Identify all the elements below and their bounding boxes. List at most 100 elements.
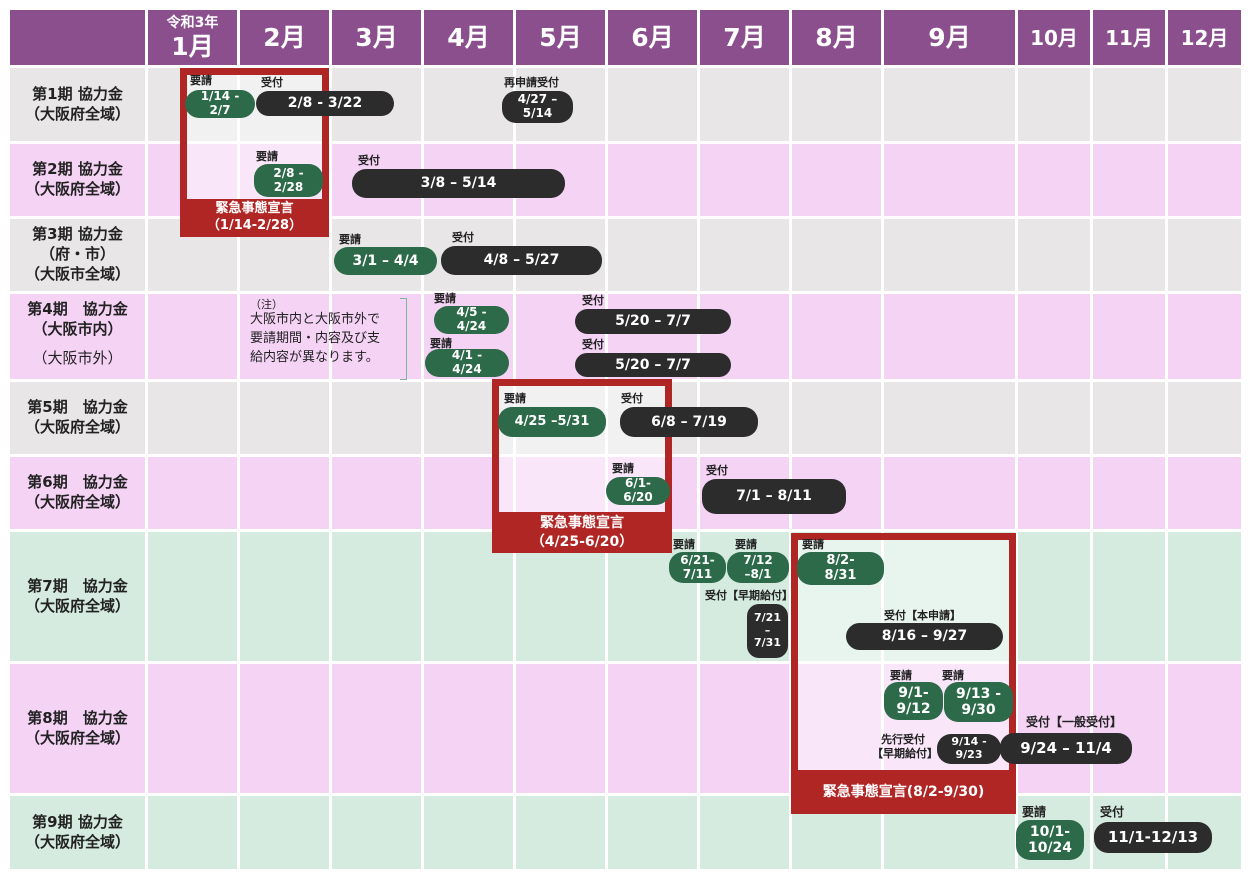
grid-cell xyxy=(240,532,329,661)
header-month-12: 12月 xyxy=(1168,10,1241,65)
p9-youkei-pill: 10/1-10/24 xyxy=(1016,820,1084,860)
uketsuke-label: 受付 xyxy=(582,338,604,351)
youkei-label: 要請 xyxy=(504,392,526,405)
uketsuke-label: 受付 xyxy=(452,231,474,244)
month-label: 6月 xyxy=(631,23,674,52)
pill-line: 4/27 – xyxy=(517,92,558,107)
grid-cell xyxy=(1168,382,1241,454)
grid-cell xyxy=(792,382,881,454)
row-label-2: 第2期 協力金 （大阪府全域） xyxy=(10,144,145,216)
grid-cell xyxy=(148,457,237,529)
header-month-2: 2月 xyxy=(240,10,329,65)
p3-youkei-pill: 3/1 – 4/4 xyxy=(334,247,437,275)
grid-cell xyxy=(1093,219,1165,291)
month-label: 4月 xyxy=(447,23,490,52)
youkei-label: 要請 xyxy=(890,669,912,682)
pill-line: 8/31 xyxy=(824,567,857,583)
grid-cell xyxy=(240,382,329,454)
pill-line: 6/1- xyxy=(624,476,652,491)
header-month-9: 9月 xyxy=(884,10,1015,65)
p8-general-pill: 9/24 – 11/4 xyxy=(1000,733,1132,764)
grid-cell xyxy=(700,796,789,869)
grid-cell xyxy=(424,664,513,793)
header-month-5: 5月 xyxy=(516,10,605,65)
month-label: 11月 xyxy=(1105,25,1153,50)
pill-line: 4/5 - xyxy=(456,305,487,320)
youkei-label: 要請 xyxy=(256,150,278,163)
row-area: （府・市） xyxy=(39,245,115,264)
row-label-7: 第7期 協力金 （大阪府全域） xyxy=(10,532,145,661)
row-area: （大阪府全域） xyxy=(24,832,130,851)
grid-cell xyxy=(332,382,421,454)
year-label: 令和3年 xyxy=(166,15,219,31)
grid-cell xyxy=(792,68,881,141)
grid-cell xyxy=(884,294,1015,379)
pill-text: 5/20 – 7/7 xyxy=(615,313,691,330)
grid-cell xyxy=(424,796,513,869)
pill-line: 9/30 xyxy=(961,702,996,718)
p1-uketsuke-pill: 2/8 - 3/22 xyxy=(256,91,394,116)
grid-cell xyxy=(884,68,1015,141)
pill-line: 7/21 xyxy=(754,611,781,625)
uketsuke-label: 受付 xyxy=(706,464,728,477)
pill-line: 7/12 xyxy=(743,552,773,567)
p7-youkei-pill-1: 6/21-7/11 xyxy=(669,552,726,583)
note-mark: （注） xyxy=(250,298,283,311)
grid-cell xyxy=(700,664,789,793)
row-name: 第5期 協力金 xyxy=(27,398,128,417)
grid-cell xyxy=(240,664,329,793)
month-label: 1月 xyxy=(171,32,214,61)
uketsuke-label: 受付 xyxy=(582,294,604,307)
pill-line: 9/12 xyxy=(896,701,931,717)
pill-line: 9/13 - xyxy=(955,685,1002,702)
pill-text: 11/1-12/13 xyxy=(1107,827,1199,846)
pill-line: 7/11 xyxy=(682,566,713,581)
advance-label: 先行受付 xyxy=(881,733,925,746)
row-area-2: （大阪市全域） xyxy=(24,264,130,283)
pill-line: 6/20 xyxy=(623,490,653,504)
pill-line: 6/21- xyxy=(680,552,715,567)
pill-text: 7/1 – 8/11 xyxy=(736,488,812,505)
grid-cell xyxy=(148,294,237,379)
grid-cell xyxy=(1018,294,1090,379)
p5-youkei-pill: 4/25 –5/31 xyxy=(498,407,606,437)
grid-cell xyxy=(240,294,329,379)
month-label: 12月 xyxy=(1180,25,1229,50)
header-month-8: 8月 xyxy=(792,10,881,65)
grid-cell xyxy=(1018,664,1090,793)
grid-cell xyxy=(1093,457,1165,529)
row-name: 第2期 協力金 xyxy=(32,160,123,179)
p7-early-pill: 7/21–7/31 xyxy=(747,604,788,658)
grid-cell xyxy=(700,219,789,291)
grid-cell xyxy=(240,457,329,529)
grid-cell xyxy=(1018,382,1090,454)
row-area: （大阪府全域） xyxy=(24,104,130,123)
row-area: （大阪府全域） xyxy=(24,493,130,511)
grid-cell xyxy=(1018,532,1090,661)
row-area: （大阪府全域） xyxy=(24,418,130,436)
grid-cell xyxy=(1168,532,1241,661)
header-month-11: 11月 xyxy=(1093,10,1165,65)
pill-text: 3/8 – 5/14 xyxy=(420,175,497,192)
youkei-label: 要請 xyxy=(802,538,824,551)
row-name: 第9期 協力金 xyxy=(32,812,123,831)
grid-cell xyxy=(240,796,329,869)
month-label: 2月 xyxy=(263,23,306,52)
pill-line: 9/1- xyxy=(898,684,929,701)
pill-line: 5/14 xyxy=(522,106,553,120)
p4b-youkei-pill: 4/1 -4/24 xyxy=(425,348,509,377)
pill-line: 10/1- xyxy=(1029,823,1071,840)
month-label: 3月 xyxy=(355,23,398,52)
pill-text: 4/8 – 5/27 xyxy=(483,252,560,269)
month-label: 8月 xyxy=(815,23,858,52)
p8-youkei-pill-2: 9/13 -9/30 xyxy=(944,682,1013,722)
grid-cell xyxy=(332,796,421,869)
emergency-caption-2: 緊急事態宣言 （4/25-6/20） xyxy=(492,512,672,553)
youkei-label: 要請 xyxy=(673,538,695,551)
grid-cell xyxy=(1093,144,1165,216)
youkei-label: 要請 xyxy=(735,538,757,551)
p6-uketsuke-pill: 7/1 – 8/11 xyxy=(702,479,846,514)
youkei-label: 要請 xyxy=(1022,805,1047,819)
p1-youkei-pill: 1/14 -2/7 xyxy=(185,89,255,118)
uketsuke-label: 受付 xyxy=(358,154,380,167)
